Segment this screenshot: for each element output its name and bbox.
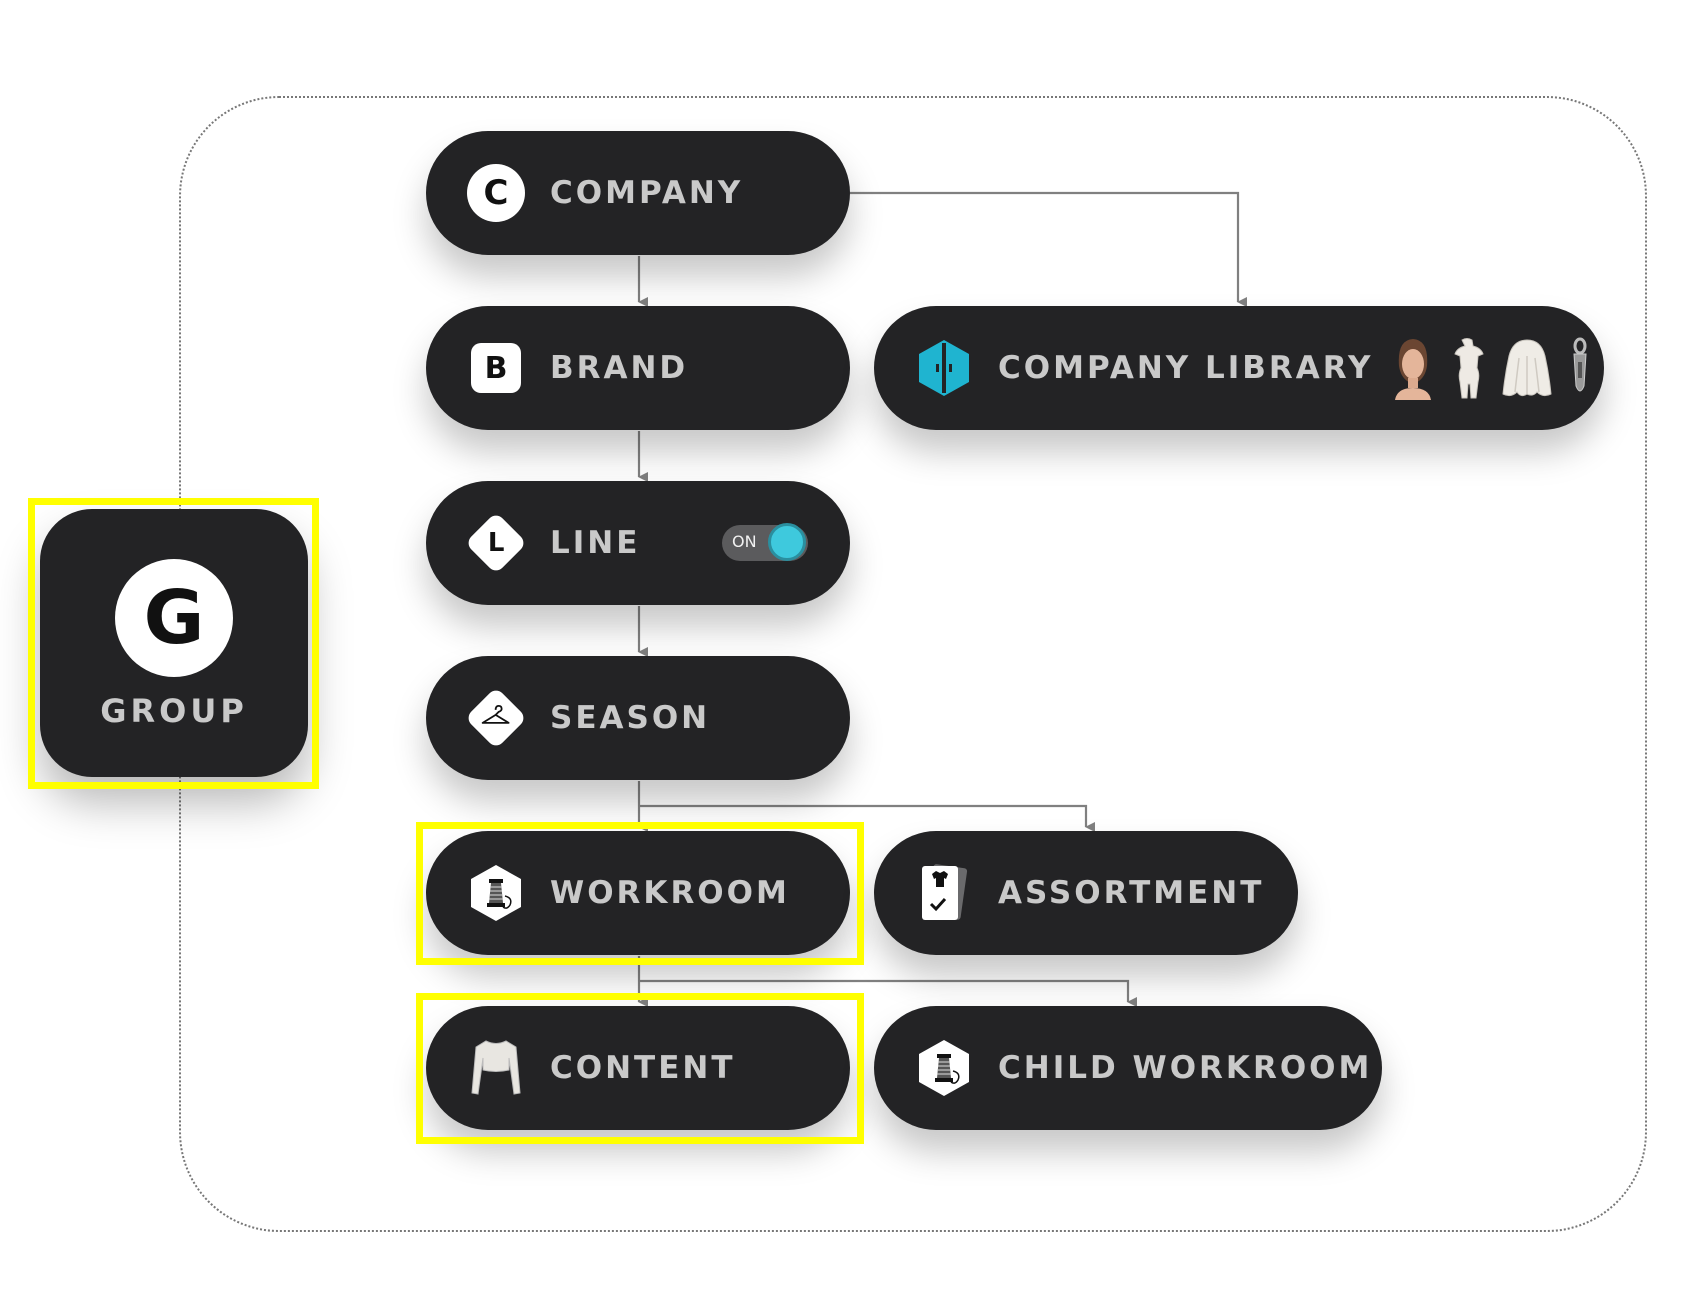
library-icon (919, 340, 969, 396)
zipper-thumb-icon (1573, 337, 1587, 392)
assortment-node[interactable]: ASSORTMENT (874, 831, 1298, 955)
garment-top-icon (471, 1040, 521, 1095)
hanger-icon (464, 686, 528, 750)
arrow-company-library (850, 191, 1247, 307)
company-library-label: COMPANY LIBRARY (998, 350, 1374, 386)
workroom-node[interactable]: WORKROOM (426, 831, 850, 955)
arrow-season-assortment (639, 804, 1095, 832)
company-label: COMPANY (550, 175, 744, 211)
group-icon-letter: G (143, 575, 205, 661)
company-icon-letter: C (483, 173, 509, 213)
workroom-label: WORKROOM (550, 875, 790, 911)
line-label: LINE (550, 525, 641, 561)
workroom-highlight (416, 822, 864, 965)
group-label: GROUP (100, 692, 248, 730)
line-toggle[interactable]: ON (722, 523, 808, 561)
line-icon-letter: L (487, 527, 505, 558)
season-node[interactable]: SEASON (426, 656, 850, 780)
brand-label: BRAND (550, 350, 689, 386)
brand-icon-letter: B (484, 350, 508, 386)
line-node[interactable]: L LINE ON (426, 481, 850, 605)
arrow-workroom-child (639, 979, 1137, 1007)
content-label: CONTENT (550, 1050, 736, 1086)
brand-node[interactable]: B BRAND (426, 306, 850, 430)
group-highlight (28, 498, 319, 789)
brand-icon: B (471, 343, 521, 393)
group-node[interactable]: G GROUP (40, 509, 308, 777)
thread-spool-icon (471, 865, 521, 921)
avatar-thumb-icon (1395, 339, 1432, 400)
toggle-knob (768, 523, 806, 561)
toggle-text: ON (732, 532, 757, 551)
fabric-thumb-icon (1502, 339, 1552, 397)
company-library-node[interactable]: COMPANY LIBRARY (874, 306, 1604, 430)
group-icon: G (115, 559, 233, 677)
assortment-icon (922, 864, 968, 920)
line-icon: L (464, 511, 528, 575)
content-node[interactable]: CONTENT (426, 1006, 850, 1130)
child-workroom-label: CHILD WORKROOM (998, 1050, 1373, 1086)
company-icon: C (467, 164, 525, 222)
company-node[interactable]: C COMPANY (426, 131, 850, 255)
child-workroom-node[interactable]: CHILD WORKROOM (874, 1006, 1382, 1130)
mannequin-thumb-icon (1454, 338, 1485, 399)
thread-spool-icon (919, 1040, 969, 1096)
content-highlight (416, 993, 864, 1144)
season-label: SEASON (550, 700, 711, 736)
library-thumbnails (1393, 336, 1593, 400)
assortment-label: ASSORTMENT (998, 875, 1265, 911)
